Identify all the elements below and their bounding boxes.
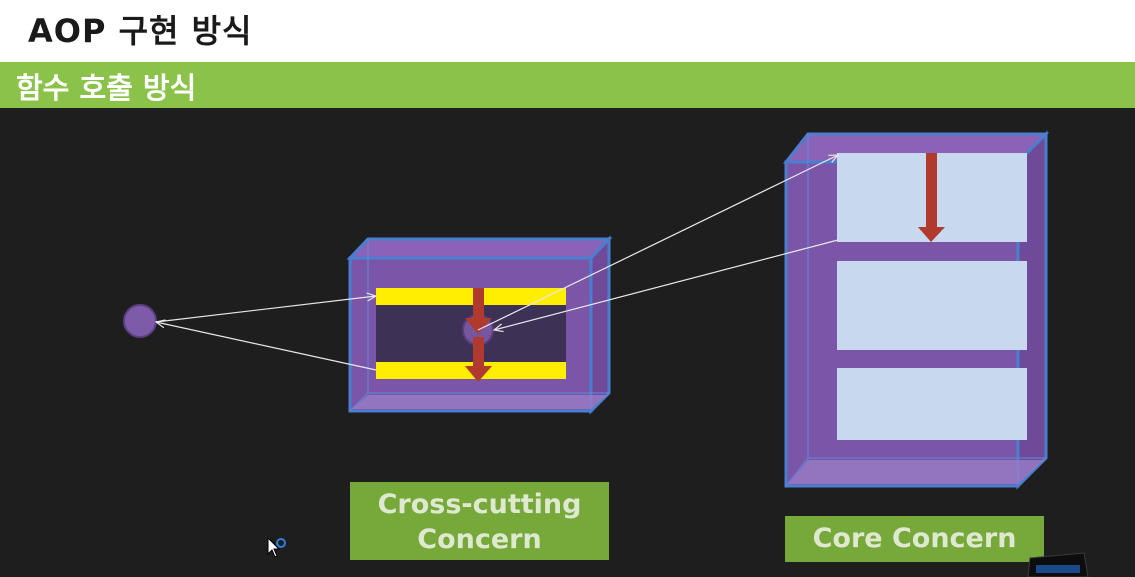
cross-cutting-label-line1: Cross-cutting xyxy=(377,489,582,520)
call-arrow-to-advice xyxy=(155,296,376,323)
title-bar: AOP 구현 방식 xyxy=(0,0,1135,62)
core-panel-2 xyxy=(837,261,1027,350)
core-box xyxy=(782,130,1050,490)
proceed-arrow-to-core xyxy=(477,155,838,331)
core-panel-3 xyxy=(837,368,1027,440)
cross-cutting-label-line2: Concern xyxy=(417,524,542,555)
core-flow-arrow xyxy=(918,227,945,242)
core-concern-label: Core Concern xyxy=(785,516,1044,562)
cross-cutting-box xyxy=(346,235,613,415)
before-advice-band xyxy=(376,288,566,305)
section-header: 함수 호출 방식 xyxy=(0,62,1135,108)
section-title: 함수 호출 방식 xyxy=(16,71,197,105)
return-arrow-to-caller xyxy=(156,322,377,371)
caller-node xyxy=(123,304,157,338)
core-return-arrow xyxy=(494,239,839,330)
cc-flow-arrow-2 xyxy=(465,366,492,382)
corner-device-icon xyxy=(1027,552,1089,577)
mouse-cursor-icon xyxy=(267,536,286,558)
cc-top-face xyxy=(346,237,613,260)
cc-side-face xyxy=(589,235,611,415)
cc-flow-arrow-1 xyxy=(465,318,492,334)
page-title: AOP 구현 방식 xyxy=(28,12,253,50)
cross-cutting-concern-label: Cross-cutting Concern xyxy=(350,482,609,560)
